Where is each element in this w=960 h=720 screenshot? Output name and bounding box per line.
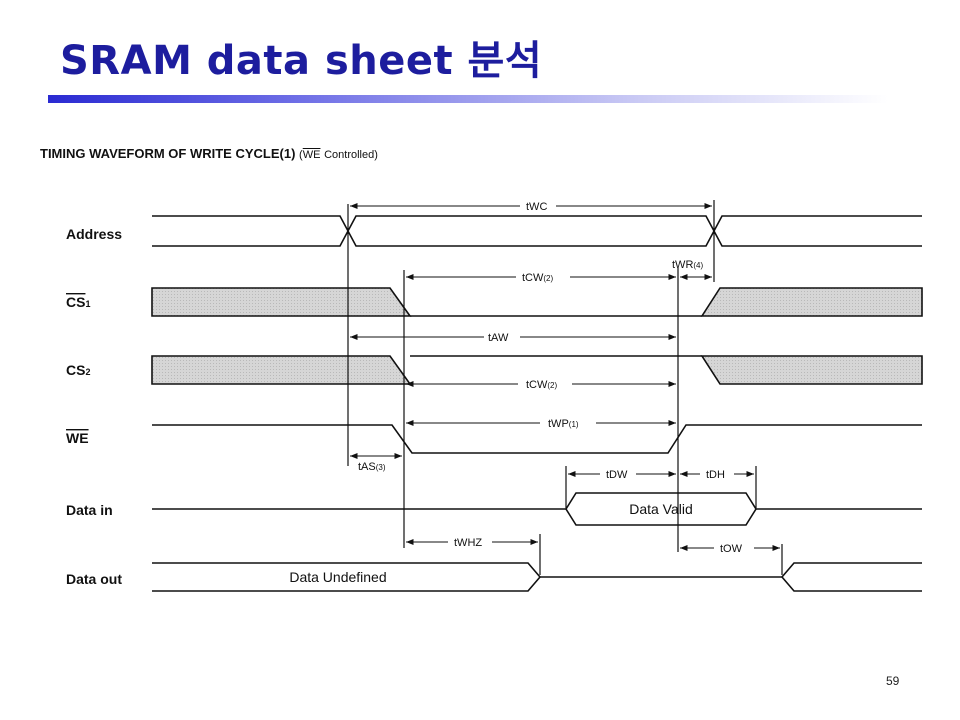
timing-label-twhz: tWHZ [454,537,482,549]
timing-label-tcw-1: tCW(2) [522,272,554,284]
timing-label-tdw: tDW [606,469,628,481]
timing-label-tcw-2: tCW(2) [526,379,558,391]
timing-label-tow: tOW [720,543,743,555]
signal-label-we: WE [66,430,89,446]
waveform-we [152,424,922,454]
slide-title: SRAM data sheet 분석 [60,38,543,84]
title-underline-bar [48,95,888,103]
timing-labels: tWC tWR(4) tCW(2) tAW tCW(2) tWP(1) tAS(… [358,201,743,555]
waveform-cs1 [151,287,923,317]
waveform-address [152,215,922,247]
timing-label-tas: tAS(3) [358,461,386,473]
heading-we: WE [302,149,321,161]
heading-open: ( [299,149,303,161]
waveform-data-out [152,562,922,592]
cs1-sub: 1 [85,299,90,309]
page-number: 59 [886,674,900,688]
cs1-base: CS [66,294,85,310]
timing-label-twc: tWC [526,201,547,213]
signal-label-data-in: Data in [66,502,113,518]
data-undefined-label: Data Undefined [289,569,386,585]
timing-reference-lines [347,200,783,575]
signal-label-data-out: Data out [66,571,122,587]
cs2-base: CS [66,362,85,378]
waveform-cs2 [151,355,923,385]
signal-label-cs1: CS1 [66,294,90,310]
waveform-data-in [152,492,922,526]
timing-label-taw: tAW [488,332,509,344]
signal-label-address: Address [66,226,122,242]
heading-main: TIMING WAVEFORM OF WRITE CYCLE(1) [40,146,296,161]
heading-rest: Controlled) [324,149,378,161]
timing-label-tdh: tDH [706,469,725,481]
signal-label-cs2: CS2 [66,362,90,378]
timing-label-twr: tWR(4) [672,259,704,271]
timing-label-twp: tWP(1) [548,418,579,430]
diagram-heading: TIMING WAVEFORM OF WRITE CYCLE(1) (WE Co… [40,146,378,161]
timing-arrows [350,202,780,552]
cs2-sub: 2 [85,367,90,377]
data-valid-label: Data Valid [629,501,693,517]
